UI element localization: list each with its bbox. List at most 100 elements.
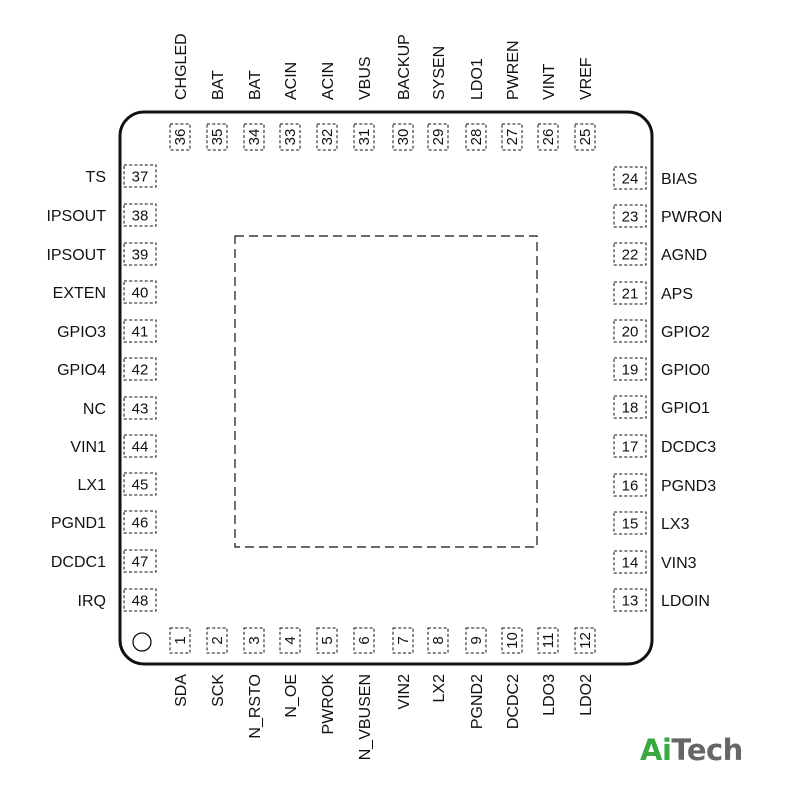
pin-40-label: EXTEN (53, 285, 106, 302)
pin-27-pad (501, 123, 523, 151)
pin-5-number: 5 (319, 636, 336, 644)
pin-4-pad (279, 627, 301, 654)
pin-33-number: 33 (282, 129, 299, 146)
pin-16-pad (613, 473, 647, 497)
pin-9-pad (465, 627, 487, 654)
pin-7-number: 7 (395, 636, 412, 644)
pin-3-number: 3 (246, 636, 263, 644)
pin-group: 1SDA2SCK3N_RSTO4N_OE5PWROK6N_VBUSEN7VIN2… (46, 33, 722, 760)
pin-14-pad (613, 550, 647, 574)
pin-25-label: VREF (578, 57, 595, 100)
pin-44-label: VIN1 (70, 439, 106, 456)
pin-38-number: 38 (132, 208, 149, 225)
pin-29-pad (427, 123, 449, 151)
pin-14-label: VIN3 (661, 555, 697, 572)
pin-31-label: VBUS (357, 56, 374, 100)
pin-13-pad (613, 588, 647, 612)
pin-26-number: 26 (540, 129, 557, 146)
pin-19-number: 19 (622, 362, 639, 379)
pin-7-label: VIN2 (396, 674, 413, 710)
pin-4-number: 4 (282, 636, 299, 644)
pin-41-pad (123, 319, 157, 343)
pin-43-number: 43 (132, 401, 149, 418)
pin-2-pad (206, 627, 228, 654)
pin-1-marker (132, 632, 152, 652)
pin-12-pad (574, 627, 596, 654)
pin-10-label: DCDC2 (505, 674, 522, 729)
exposed-pad (234, 235, 538, 548)
pin-33-label: ACIN (283, 62, 300, 100)
pin-21-pad (613, 281, 647, 305)
pin-44-number: 44 (132, 439, 149, 456)
pin-31-pad (353, 123, 375, 151)
pin-11-label: LDO3 (541, 674, 558, 716)
pin-10-pad (501, 627, 523, 654)
pin-32-number: 32 (319, 129, 336, 146)
pin-24-pad (613, 166, 647, 190)
pin-31-number: 31 (356, 129, 373, 146)
pin-17-number: 17 (622, 439, 639, 456)
pin-32-label: ACIN (320, 62, 337, 100)
pin-1-pad (169, 627, 191, 654)
pin-20-label: GPIO2 (661, 324, 710, 341)
pin-43-pad (123, 396, 157, 420)
pin-12-label: LDO2 (578, 674, 595, 716)
pin-38-label: IPSOUT (46, 208, 106, 225)
pin-22-label: AGND (661, 247, 707, 264)
pin-6-label: N_VBUSEN (357, 674, 374, 760)
pin-23-number: 23 (622, 209, 639, 226)
pin-41-label: GPIO3 (57, 324, 106, 341)
pin-5-pad (316, 627, 338, 654)
pin-22-number: 22 (622, 247, 639, 264)
pin-33-pad (279, 123, 301, 151)
pin-29-number: 29 (430, 129, 447, 146)
pin-36-pad (169, 123, 191, 151)
pin-6-pad (353, 627, 375, 654)
pin-8-label: LX2 (431, 674, 448, 703)
pin-8-pad (427, 627, 449, 654)
pin-46-pad (123, 510, 157, 534)
pin-37-pad (123, 164, 157, 188)
pin-35-number: 35 (209, 129, 226, 146)
pin-45-label: LX1 (78, 477, 107, 494)
pin-30-number: 30 (395, 129, 412, 146)
pin-25-pad (574, 123, 596, 151)
pin-43-label: NC (83, 401, 106, 418)
pin-15-number: 15 (622, 516, 639, 533)
pin-45-number: 45 (132, 477, 149, 494)
pin-1-number: 1 (172, 636, 189, 644)
pin-17-label: DCDC3 (661, 439, 716, 456)
pin-28-number: 28 (468, 129, 485, 146)
pin-34-pad (243, 123, 265, 151)
pin-39-pad (123, 242, 157, 266)
pin-32-pad (316, 123, 338, 151)
pin-48-pad (123, 588, 157, 612)
pin-26-label: VINT (541, 63, 558, 100)
pin-6-number: 6 (356, 636, 373, 644)
pin-11-pad (537, 627, 559, 654)
pin-40-number: 40 (132, 285, 149, 302)
pin-22-pad (613, 242, 647, 266)
pin-47-label: DCDC1 (51, 554, 106, 571)
aitech-logo: AiTech (640, 733, 743, 767)
pin-39-number: 39 (132, 247, 149, 264)
pin-11-number: 11 (540, 633, 557, 649)
pin-16-number: 16 (622, 478, 639, 495)
pin-35-label: BAT (210, 70, 227, 100)
pin-34-label: BAT (247, 70, 264, 100)
pin-7-pad (392, 627, 414, 654)
chip-body (118, 110, 654, 666)
pin-48-number: 48 (132, 593, 149, 610)
pin-18-pad (613, 395, 647, 419)
pin-36-number: 36 (172, 129, 189, 146)
pin-38-pad (123, 203, 157, 227)
pin-34-number: 34 (246, 129, 263, 146)
pin-18-label: GPIO1 (661, 400, 710, 417)
pin-23-pad (613, 204, 647, 228)
pin-17-pad (613, 434, 647, 458)
pin-41-number: 41 (132, 324, 149, 341)
logo-tech: Tech (671, 733, 743, 767)
pin-9-label: PGND2 (469, 674, 486, 729)
pin-47-pad (123, 549, 157, 573)
